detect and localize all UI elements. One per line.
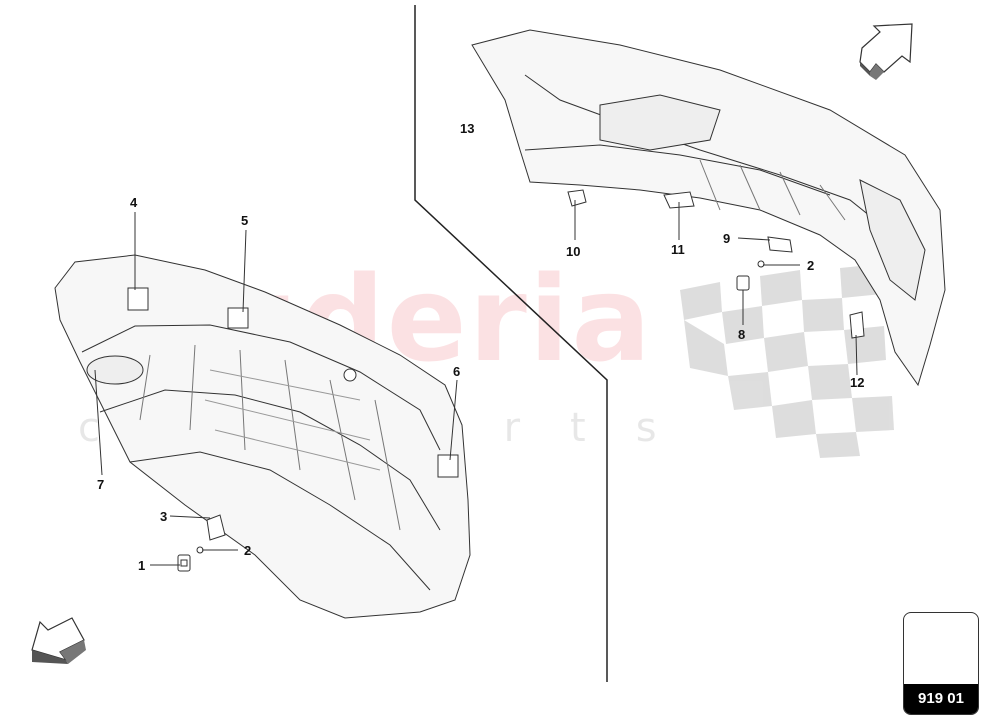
callout-5: 5	[241, 213, 249, 228]
rear-bumper-outline	[471, 29, 946, 387]
page-label-box: 919 01	[903, 612, 979, 715]
callout-1: 1	[138, 558, 146, 573]
arrow-rear-icon	[859, 23, 913, 80]
nut-part-2-rear	[757, 260, 765, 268]
callout-6: 6	[453, 364, 461, 379]
clip-part-3	[206, 514, 226, 541]
leader-lines	[94, 200, 858, 566]
front-bumper-outline	[54, 254, 471, 619]
callout-13: 13	[460, 121, 475, 136]
clip-part-12	[849, 311, 865, 339]
callout-4: 4	[130, 195, 138, 210]
clip-part-1	[177, 554, 191, 572]
checkered-flag-watermark	[680, 264, 894, 458]
callout-8: 8	[738, 327, 746, 342]
clip-part-8	[736, 275, 750, 291]
callout-12: 12	[850, 375, 865, 390]
callout-7: 7	[97, 477, 105, 492]
callout-10: 10	[566, 244, 581, 259]
callout-2-front: 2	[244, 543, 252, 558]
divider-line	[414, 5, 608, 682]
clip-part-10	[567, 189, 587, 207]
callout-11: 11	[671, 242, 685, 257]
clip-part-11	[663, 191, 695, 209]
callout-2-rear: 2	[807, 258, 815, 273]
callout-3: 3	[160, 509, 168, 524]
arrow-front-icon	[31, 617, 86, 664]
callout-9: 9	[723, 231, 731, 246]
clip-part-9	[767, 236, 793, 253]
page-label: 919 01	[904, 684, 978, 714]
